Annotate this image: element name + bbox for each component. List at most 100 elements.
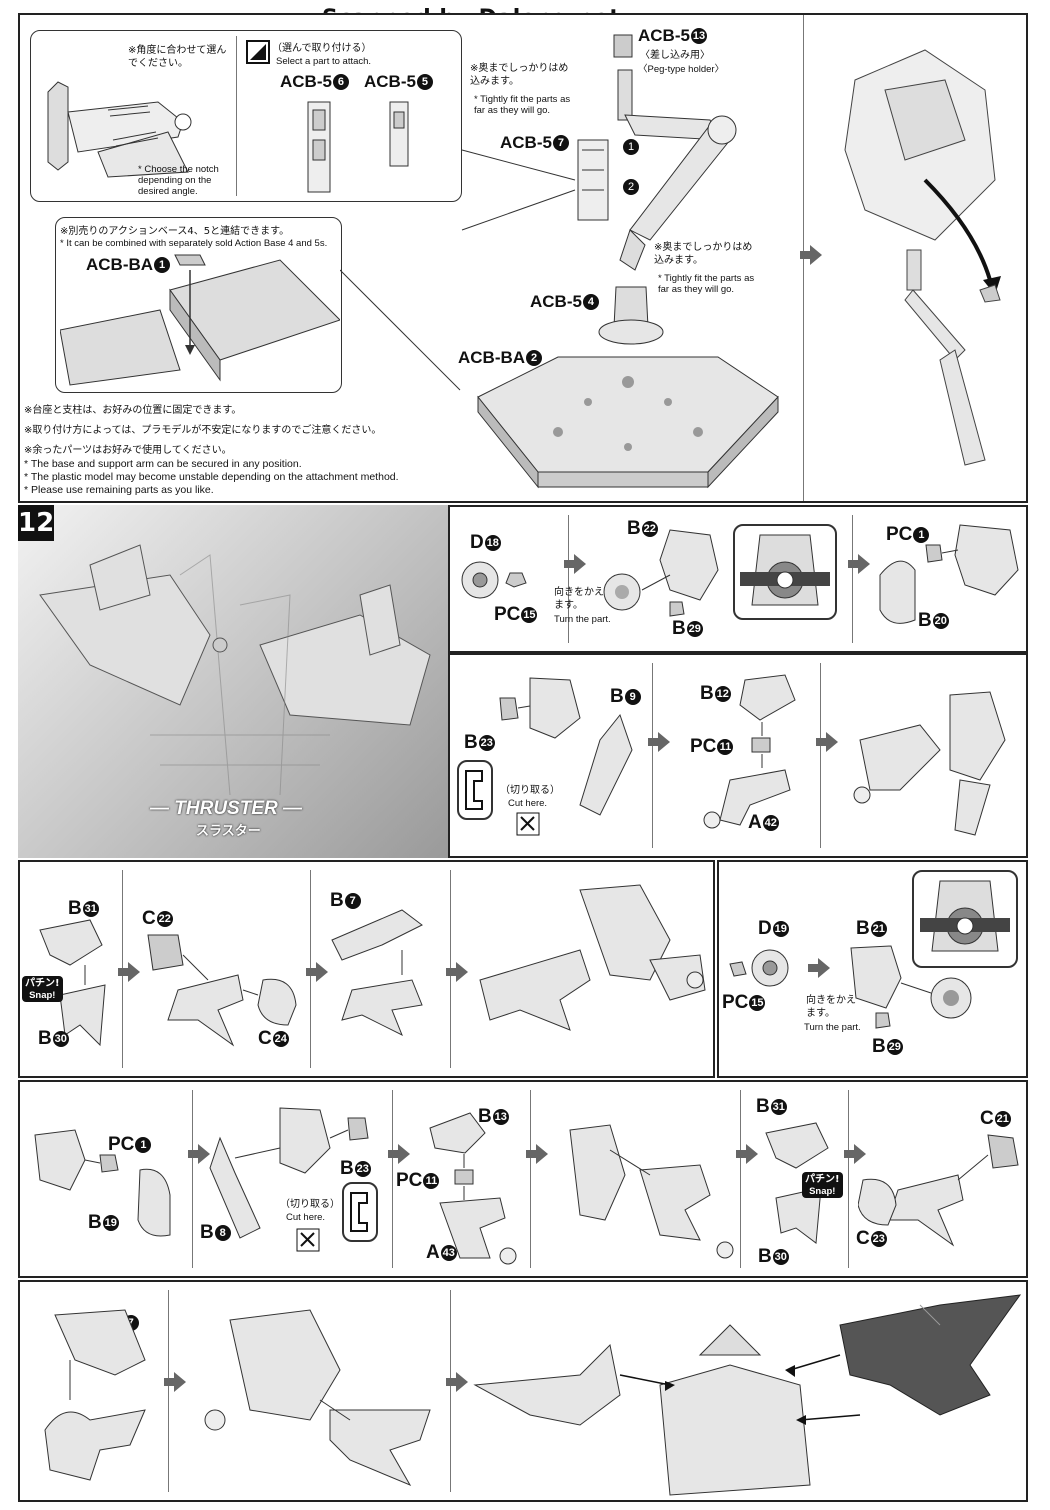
cut-part-icon (350, 1192, 368, 1232)
thruster-title-jp: スラスター (196, 824, 261, 839)
turn-note-en: Turn the part. (554, 614, 611, 625)
arrow-right (848, 554, 870, 574)
turn-note-en-b: Turn the part. (804, 1022, 861, 1033)
cut-note-jp: （切り取る） (500, 785, 560, 796)
row4-mid-assembly (569, 1124, 734, 1259)
b23-part (499, 677, 581, 739)
peg-note-en: 〈Peg-type holder〉 (638, 64, 725, 75)
b12-assembly (703, 674, 796, 829)
step-2-marker: 2 (623, 179, 639, 195)
acbba-2-base-illustration (477, 356, 779, 489)
note-en-3: * Please use remaining parts as you like… (24, 484, 214, 496)
arrow-right (816, 732, 838, 752)
snap-badge: パチン!Snap! (22, 976, 63, 1002)
select-icon (246, 40, 270, 64)
leader-lines (340, 149, 576, 391)
cut-note-en-b: Cut here. (286, 1212, 326, 1223)
row5-mid-assembly (204, 1309, 431, 1487)
pc1-b19-assembly (34, 1129, 171, 1237)
robot-stand-illustration (844, 49, 1001, 466)
row4-panel (18, 1080, 1028, 1278)
fit-note1-en: * Tightly fit the parts as far as they w… (474, 94, 571, 116)
thruster-title-en: — THRUSTER — (150, 798, 302, 819)
arrow-right (164, 1372, 186, 1392)
arrow-right (800, 245, 822, 265)
pc1-b20-assembly (879, 524, 1019, 624)
combine-note-en: * It can be combined with separately sol… (60, 238, 328, 249)
arrow-right (188, 1144, 210, 1164)
b22-detail-illustration (740, 534, 830, 606)
arrow-right (648, 732, 670, 752)
row3-result-assembly (479, 884, 706, 1031)
arrow-right (446, 962, 468, 982)
acb5-5-illustration (389, 101, 409, 167)
acb5-4-illustration (598, 286, 664, 345)
b13-assembly (429, 1112, 517, 1265)
arrow-right (446, 1372, 468, 1392)
turn-note-jp: 向きをかえます。 (554, 587, 604, 611)
arrow-right (118, 962, 140, 982)
snap-badge-b: パチン!Snap! (802, 1172, 843, 1198)
note-jp-3: ※余ったパーツはお好みで使用してください。 (24, 445, 232, 456)
b8-b23-assembly (209, 1107, 369, 1239)
c21-c23-assembly (858, 1134, 1019, 1247)
arrow-right (564, 554, 586, 574)
d18-part (461, 561, 527, 599)
b7-attach-illustration (44, 1309, 146, 1481)
d19-pc15-parts (729, 949, 789, 987)
select-note-en: Select a part to attach. (276, 56, 372, 67)
combine-note-jp: ※別売りのアクションベース4、5と連結できます。 (60, 226, 290, 237)
cut-note-en: Cut here. (508, 798, 548, 809)
b9-part (579, 713, 633, 816)
step-number-badge: 12 (18, 505, 54, 541)
cut-part-icon (465, 770, 483, 810)
angle-note-en: * Choose the notch depending on the desi… (138, 164, 219, 197)
thruster-overview-illustration (39, 544, 431, 795)
b22-assembly (603, 529, 719, 617)
nipper-icon (296, 1228, 320, 1252)
arrow-right (844, 1144, 866, 1164)
arrow-right (808, 958, 830, 978)
note-jp-2: ※取り付け方によっては、プラモデルが不安定になりますのでご注意ください。 (24, 425, 382, 436)
support-arm-illustration (577, 34, 737, 271)
b31-b30-parts (39, 919, 106, 1047)
note-en-2: * The plastic model may become unstable … (24, 471, 399, 483)
cut-note-jp-b: （切り取る） (280, 1199, 340, 1210)
arrow-right (388, 1144, 410, 1164)
b7-assembly (331, 909, 423, 1037)
fit-note2-en: * Tightly fit the parts as far as they w… (658, 273, 755, 295)
peg-note-jp: 〈差し込み用〉 (640, 50, 710, 61)
b21-detail-illustration (920, 880, 1010, 952)
nipper-icon (516, 812, 540, 836)
angle-note-jp: ※角度に合わせて選んでください。 (128, 45, 227, 69)
